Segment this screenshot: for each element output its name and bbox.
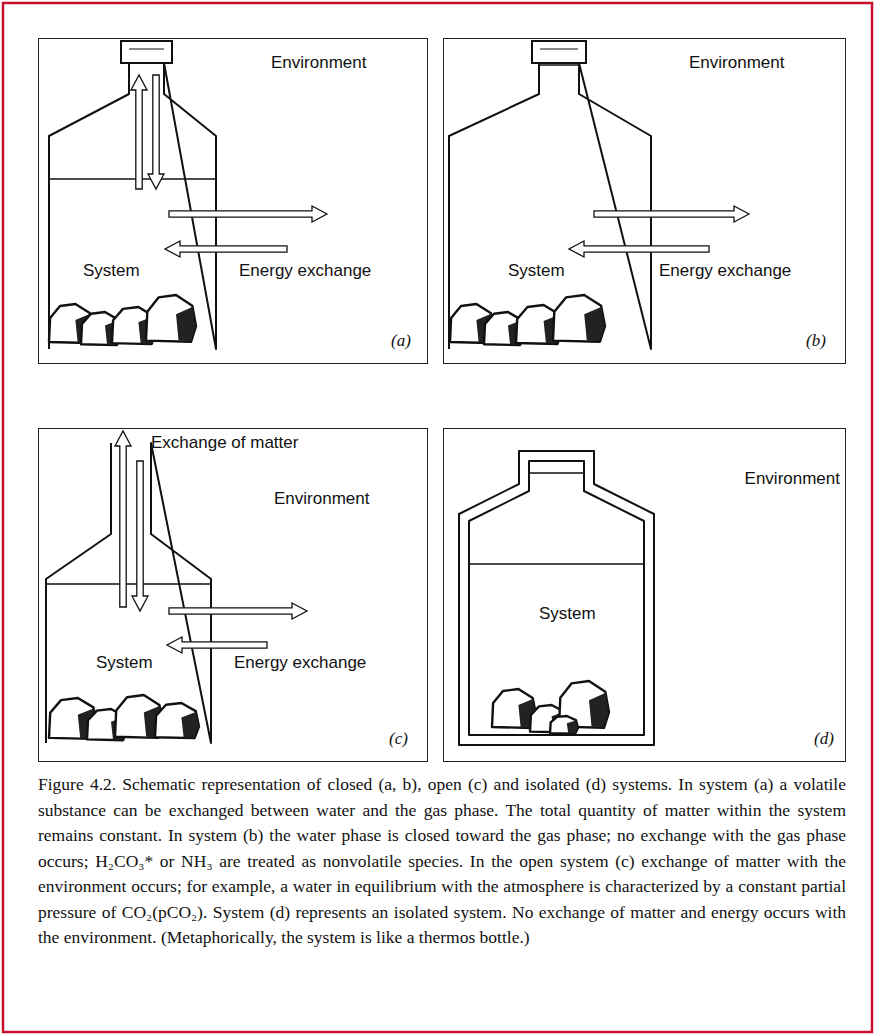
rock [155,703,199,738]
panel-label: Environment [271,53,366,73]
panel-label: System [508,261,565,281]
rock-shade [181,712,198,738]
panel-label: Energy exchange [659,261,791,281]
panel-letter: (b) [806,331,826,351]
hollow-arrow [169,206,327,222]
panel-letter: (c) [389,729,408,749]
rock-shade [589,693,609,727]
hollow-arrow [569,241,709,257]
rock [553,295,605,342]
system-panel: EnvironmentSystem (d) [443,428,846,762]
bottle-wall [46,443,211,743]
water-line [540,64,578,66]
water-line [47,583,210,585]
water-line [470,563,643,565]
bottle-wall [49,63,216,349]
panel-label: Energy exchange [234,653,366,673]
bottle-wall [449,63,651,349]
panel-letter: (d) [814,729,834,749]
system-panel: Exchange of matterEnvironmentSystem Energ… [38,428,428,762]
bottle-stopper [532,41,586,63]
thermos-outer-wall [459,451,654,745]
hollow-arrow [169,603,307,619]
hollow-arrow [167,637,267,653]
panel-label: System [539,604,596,624]
panel-letter: (a) [391,331,411,351]
rock-shade [176,307,196,341]
bottle-illustration [39,429,426,760]
system-panel: EnvironmentSystem Energy exchange (a) [38,38,428,364]
panel-label: Environment [274,489,369,509]
stopper-line [129,48,164,49]
panel-label: Exchange of matter [151,433,298,453]
panel-label: Energy exchange [239,261,371,281]
panel-label: System [83,261,140,281]
thermos-inner-wall [469,461,644,735]
hollow-arrow [132,461,148,611]
hollow-arrow [594,206,749,222]
panel-label: Environment [745,469,840,489]
bottle-illustration [39,39,426,362]
bottle-illustration [444,39,844,362]
rock [550,716,578,734]
hollow-arrow [131,75,147,189]
hollow-arrow [115,431,131,607]
rock [146,295,196,342]
panel-label: System [96,653,153,673]
bottle-stopper [121,41,172,63]
stopper-line [540,48,578,49]
system-panel: EnvironmentSystem Energy exchange (b) [443,38,846,364]
rock-shade [567,721,578,734]
hollow-arrow [148,75,164,189]
panel-label: Environment [689,53,784,73]
hollow-arrow [165,241,287,257]
thermos-lid-line [529,472,584,474]
red-border [3,3,872,1032]
rock-shade [584,307,604,341]
figure-caption: Figure 4.2. Schematic representation of … [38,772,846,951]
water-line [50,178,215,180]
